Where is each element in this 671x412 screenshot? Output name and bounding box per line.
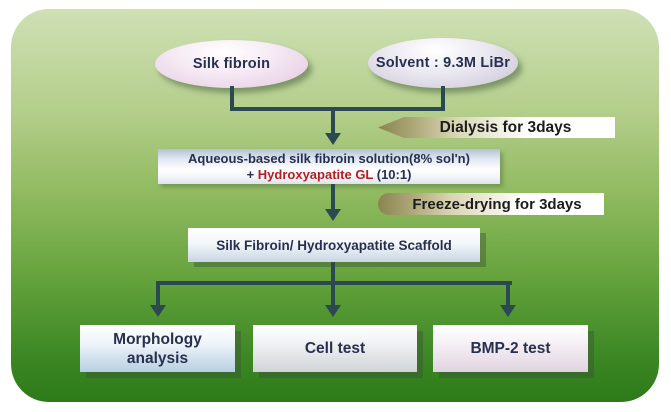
- node-aqueous-ratio: (10:1): [373, 166, 412, 182]
- node-solvent-label: Solvent : 9.3M LiBr: [375, 55, 511, 71]
- node-aqueous-line1: Aqueous-based silk fibroin solution(8% s…: [188, 150, 470, 166]
- arrow-down-icon: [325, 305, 341, 317]
- node-silk-fibroin: Silk fibroin: [155, 40, 308, 88]
- node-solvent: Solvent : 9.3M LiBr: [368, 38, 518, 88]
- label-dialysis-text: Dialysis for 3days: [439, 118, 572, 136]
- label-freeze-drying-text: Freeze-drying for 3days: [412, 195, 582, 213]
- connector-merge-shaft: [331, 111, 335, 134]
- node-aqueous-line2: + Hydroxyapatite GL (10:1): [247, 167, 412, 183]
- connector-branch-stem: [331, 262, 335, 283]
- node-morphology-analysis: Morphology analysis: [80, 325, 235, 372]
- connector-branch-center-shaft: [331, 285, 335, 306]
- connector-freeze-shaft: [331, 184, 335, 210]
- node-aqueous-solution: Aqueous-based silk fibroin solution(8% s…: [158, 149, 500, 184]
- connector-branch-horizontal: [156, 281, 512, 285]
- label-dialysis-ribbon: Dialysis for 3days: [378, 117, 615, 138]
- node-morphology-line2: analysis: [126, 349, 189, 367]
- node-bmp2-test-label: BMP-2 test: [470, 340, 551, 357]
- node-scaffold: Silk Fibroin/ Hydroxyapatite Scaffold: [188, 228, 480, 262]
- node-aqueous-hydroxyapatite: Hydroxyapatite GL: [257, 166, 374, 182]
- arrow-down-icon: [150, 305, 166, 317]
- node-bmp2-test: BMP-2 test: [433, 325, 588, 372]
- arrow-down-icon: [325, 209, 341, 221]
- connector-silk-stub: [230, 86, 234, 109]
- arrow-down-icon: [500, 305, 516, 317]
- node-cell-test-label: Cell test: [304, 340, 366, 357]
- node-aqueous-plus: +: [246, 166, 258, 182]
- node-scaffold-label: Silk Fibroin/ Hydroxyapatite Scaffold: [216, 237, 452, 253]
- label-freeze-drying-ribbon: Freeze-drying for 3days: [378, 193, 604, 215]
- connector-merge-horizontal: [230, 107, 445, 111]
- node-silk-fibroin-label: Silk fibroin: [192, 56, 271, 72]
- node-morphology-line1: Morphology: [113, 330, 202, 348]
- arrow-down-icon: [325, 133, 341, 145]
- node-cell-test: Cell test: [253, 325, 417, 372]
- connector-branch-right-shaft: [506, 285, 510, 306]
- connector-branch-left-shaft: [156, 285, 160, 306]
- connector-solvent-stub: [441, 86, 445, 109]
